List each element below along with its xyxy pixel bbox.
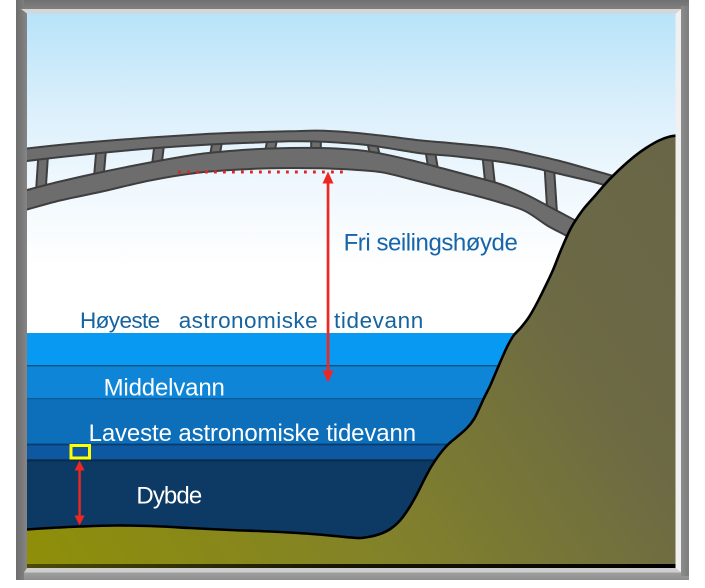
svg-text:Fri seilingshøyde: Fri seilingshøyde [344, 230, 518, 257]
svg-text:Høyeste: Høyeste [80, 308, 160, 333]
svg-text:Dybde: Dybde [136, 483, 201, 510]
svg-text:Middelvann: Middelvann [104, 375, 225, 402]
svg-text:Laveste astronomiske tidevann: Laveste astronomiske tidevann [89, 420, 416, 447]
svg-text:tidevann: tidevann [334, 308, 424, 333]
svg-text:astronomiske: astronomiske [179, 308, 318, 333]
